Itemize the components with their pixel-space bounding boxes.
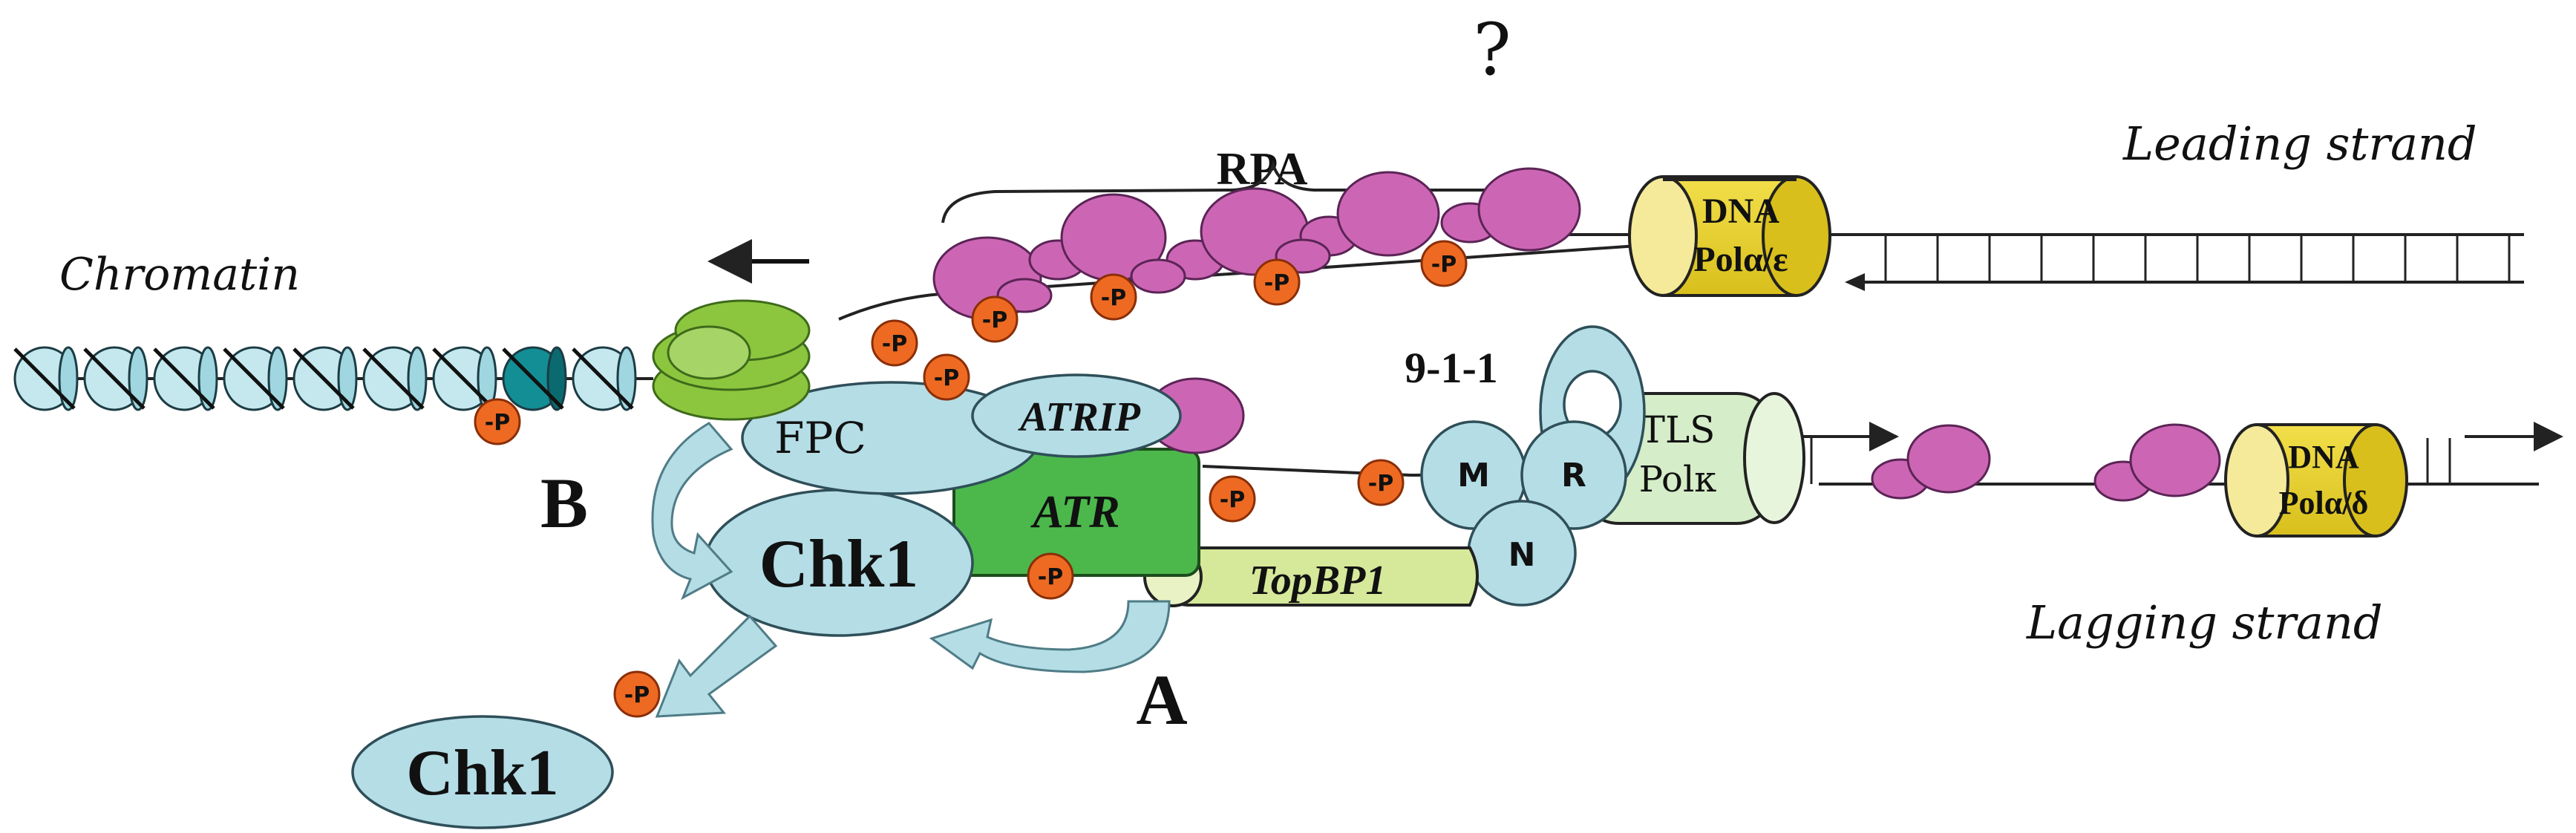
- rpa-cluster-leading: [932, 167, 1581, 321]
- mcm-phospho-2: -P: [923, 353, 970, 401]
- chk1-free-label: Chk1: [406, 737, 558, 809]
- nucleosome-coil: [153, 346, 218, 411]
- chk1-recruit-arrow: [651, 422, 733, 601]
- rpa-phospho-4: -P: [1420, 240, 1468, 287]
- nucleosome-coil: [362, 346, 428, 411]
- rpa-cluster-lagging: [1871, 423, 2221, 502]
- chromatin-label: Chromatin: [59, 249, 300, 301]
- nine-one-one-label: 9-1-1: [1405, 344, 1498, 392]
- atr-label: ATR: [1030, 487, 1119, 538]
- nucleosome-coil: [432, 346, 497, 411]
- modified-nucleosome: [502, 346, 567, 411]
- rad1-label: R: [1561, 457, 1586, 494]
- mcm-helicase-stack: [652, 299, 811, 421]
- dna-pol-alpha-delta: DNA Polα/δ: [2224, 423, 2408, 538]
- atr-phospho: -P: [1209, 475, 1256, 523]
- label-a: A: [1136, 660, 1187, 739]
- phospho-label: -P: [982, 307, 1007, 333]
- phospho-label: -P: [624, 682, 650, 708]
- phospho-label: -P: [1038, 564, 1063, 590]
- pol-lagging-line2: Polα/δ: [2279, 485, 2369, 521]
- chk1-release-arrow: [655, 614, 778, 718]
- rpa-phospho-1: -P: [971, 295, 1019, 343]
- phospho-label: -P: [1368, 471, 1393, 497]
- phospho-label: -P: [882, 331, 907, 357]
- phospho-label: -P: [485, 410, 510, 436]
- atrip: ATRIP: [971, 373, 1245, 458]
- rpa-subunit: [1130, 258, 1186, 294]
- phospho-label: -P: [1431, 252, 1457, 278]
- phospho-label: -P: [1101, 285, 1126, 311]
- nucleosome-coil: [572, 346, 637, 411]
- mcm-phospho-1: -P: [871, 319, 918, 367]
- pol-lagging-line1: DNA: [2288, 439, 2359, 475]
- label-b: B: [540, 463, 588, 543]
- fpc-label: FPC: [774, 413, 866, 463]
- chk1-complex: Chk1: [704, 489, 974, 637]
- nucleosome-coil: [292, 346, 358, 411]
- rad9-label: M: [1457, 457, 1490, 494]
- rad1-subunit: [1520, 420, 1627, 530]
- pol-leading-line2: Polα/ε: [1693, 240, 1788, 279]
- nine-one-one-clamp: M R N: [1420, 325, 1646, 607]
- atr-activation-arrow: [929, 600, 1171, 673]
- nucleosome-coil: [13, 346, 79, 411]
- tls-line1: TLS: [1641, 408, 1716, 451]
- phospho-label: -P: [1220, 487, 1245, 513]
- rpa-phospho-2: -P: [1090, 273, 1137, 321]
- nucleosome-coil: [223, 346, 288, 411]
- topbp1-label: TopBP1: [1249, 558, 1387, 604]
- tls-line2: Polκ: [1639, 459, 1717, 500]
- phospho-label: -P: [1264, 270, 1289, 296]
- phosphorylation-sites: -P -P -P -P -P -P -P -P -P -P -P: [474, 240, 1468, 718]
- leading-strand-label: Leading strand: [2122, 117, 2477, 171]
- atr-auto-phospho: -P: [1027, 552, 1074, 600]
- rpa-subunit: [1477, 167, 1581, 252]
- chk1-phospho: -P: [613, 670, 661, 718]
- pol-leading-line1: DNA: [1702, 192, 1779, 231]
- histone-phospho: -P: [474, 398, 521, 445]
- chromatin-fiber: [13, 346, 653, 411]
- chk1-free: Chk1: [351, 715, 614, 829]
- hus1-label: N: [1508, 536, 1536, 574]
- rpa-phospho-3: -P: [1253, 258, 1301, 306]
- rad9-phospho: -P: [1357, 459, 1405, 506]
- question-mark: ?: [1473, 8, 1511, 91]
- dna-pol-alpha-epsilon: DNA Polα/ε: [1628, 175, 1831, 297]
- rpa-subunit: [1336, 171, 1440, 257]
- lagging-strand-label: Lagging strand: [2026, 595, 2383, 650]
- chk1-complex-label: Chk1: [759, 526, 919, 601]
- atrip-label: ATRIP: [1018, 394, 1141, 440]
- topbp1: TopBP1: [1143, 546, 1479, 607]
- phospho-label: -P: [934, 365, 959, 391]
- nucleosome-coil: [83, 346, 148, 411]
